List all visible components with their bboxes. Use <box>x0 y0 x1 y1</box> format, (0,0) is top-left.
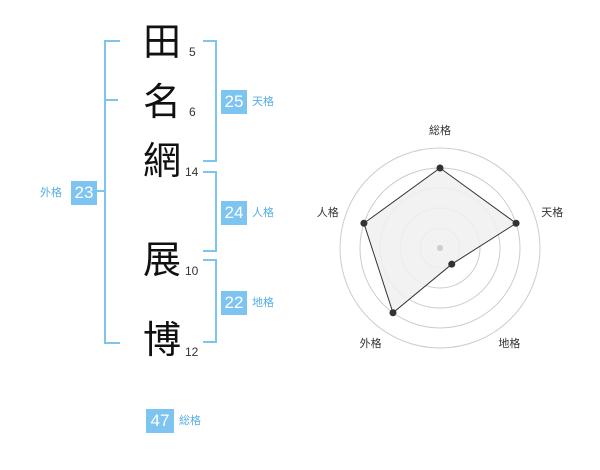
stroke-count-3: 14 <box>185 165 199 179</box>
chikaku-bracket <box>203 259 217 343</box>
name-char-4: 展 <box>143 238 182 282</box>
radar-axis-label-5: 人格 <box>316 205 339 219</box>
gaikaku-bracket-arm <box>97 190 105 192</box>
tenkaku-label: 天格 <box>252 95 274 108</box>
radar-ring <box>339 147 541 349</box>
name-char-1: 田 <box>143 20 182 64</box>
jinkaku-value: 24 <box>221 201 247 225</box>
name-char-2: 名 <box>143 80 182 124</box>
tenkaku-value: 25 <box>221 90 247 114</box>
radar-point-4 <box>389 309 397 317</box>
radar-axis-label-2: 天格 <box>541 205 564 219</box>
stroke-count-1: 5 <box>189 45 196 59</box>
stroke-count-4: 10 <box>185 264 199 278</box>
name-char-5: 博 <box>143 318 182 362</box>
radar-point-5 <box>360 219 368 227</box>
stroke-count-2: 6 <box>189 105 196 119</box>
gaikaku-value: 23 <box>71 181 97 205</box>
jinkaku-bracket <box>203 171 217 252</box>
radar-series-polygon <box>363 167 517 314</box>
chikaku-value: 22 <box>221 291 247 315</box>
stroke-count-5: 12 <box>185 345 199 359</box>
radar-axis-label-3: 地格 <box>498 337 521 351</box>
tenkaku-bracket <box>203 40 217 162</box>
radar-center-point <box>437 245 443 251</box>
gaikaku-bracket-tick <box>104 99 118 101</box>
gaikaku-label: 外格 <box>40 186 62 199</box>
radar-point-3 <box>448 260 456 268</box>
radar-point-1 <box>436 164 444 172</box>
radar-axis-label-1: 総格 <box>429 124 451 137</box>
radar-axis-label-4: 外格 <box>359 337 382 351</box>
jinkaku-label: 人格 <box>252 206 274 219</box>
name-char-3: 網 <box>143 139 182 183</box>
chikaku-label: 地格 <box>252 296 274 309</box>
radar-point-2 <box>512 219 520 227</box>
soukaku-value: 47 <box>146 409 174 433</box>
soukaku-label: 総格 <box>179 414 201 427</box>
gaikaku-bracket <box>104 40 120 344</box>
